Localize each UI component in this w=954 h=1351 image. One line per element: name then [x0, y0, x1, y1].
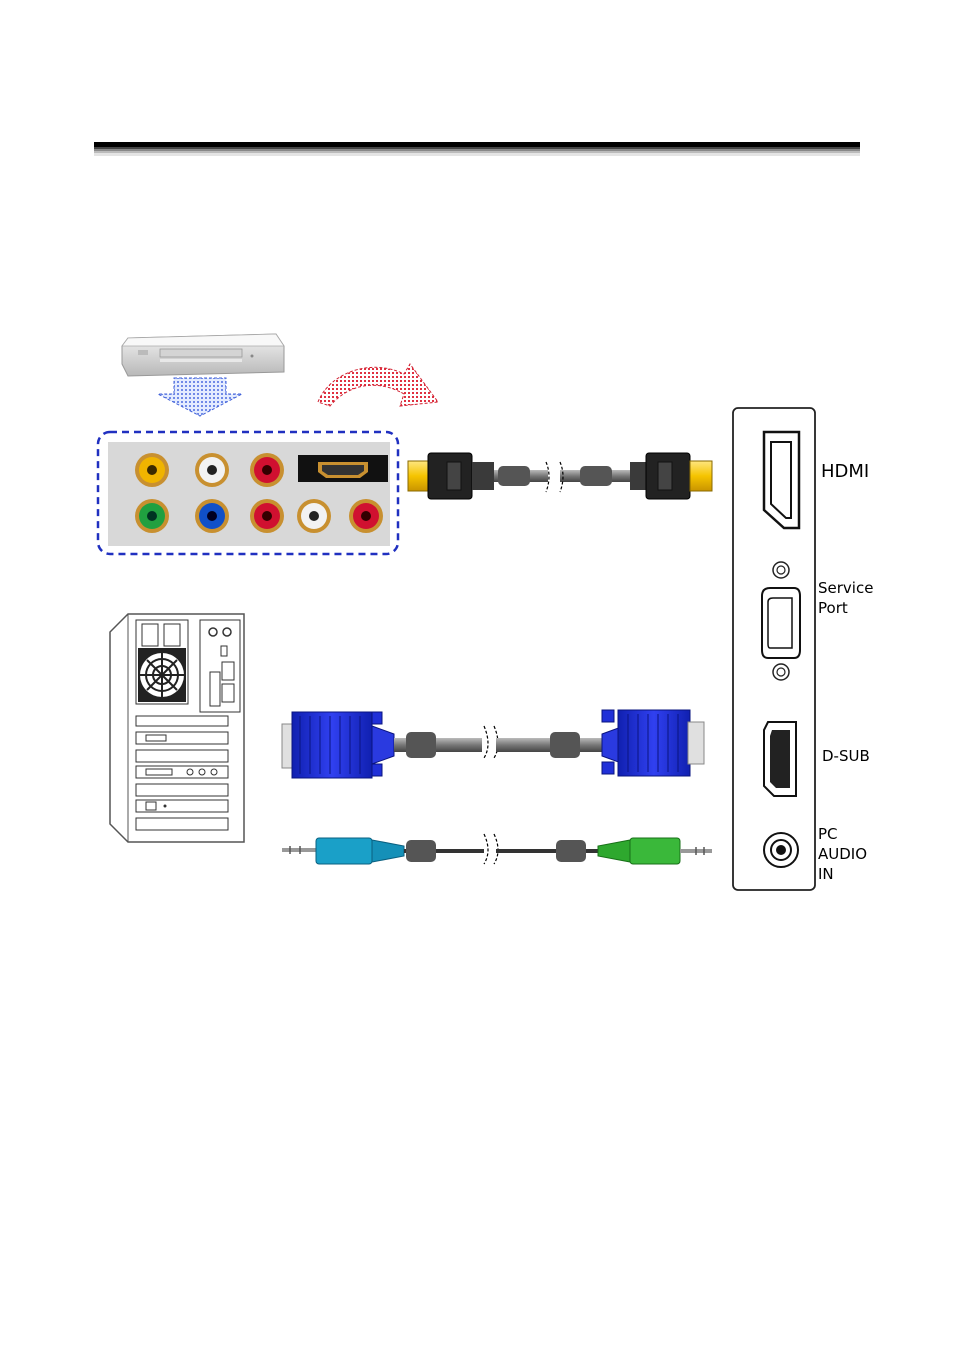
hdmi-label: HDMI — [821, 462, 869, 482]
vga-cable — [282, 710, 704, 778]
hdmi-jack[interactable] — [298, 455, 388, 482]
rca-jack-red[interactable] — [250, 453, 284, 487]
rca-jack-white-2[interactable] — [297, 499, 331, 533]
service-port-label: Service Port — [818, 578, 873, 618]
audio-cable — [282, 834, 712, 864]
hdmi-port[interactable] — [764, 432, 799, 528]
rca-jack-red-3[interactable] — [349, 499, 383, 533]
pc-audio-in-port[interactable] — [764, 833, 798, 867]
rca-jack-blue[interactable] — [195, 499, 229, 533]
dsub-label: D-SUB — [822, 746, 870, 766]
pc-tower-icon — [110, 614, 244, 842]
rca-jack-green[interactable] — [135, 499, 169, 533]
rca-jack-yellow[interactable] — [135, 453, 169, 487]
rca-jack-white[interactable] — [195, 453, 229, 487]
av-input-panel — [98, 432, 398, 554]
hdmi-cable — [408, 453, 712, 499]
tv-side-panel — [733, 408, 815, 890]
rca-jack-red-2[interactable] — [250, 499, 284, 533]
pc-audio-in-label: PC AUDIO IN — [818, 824, 867, 884]
input-direction-arrow — [158, 378, 242, 416]
dsub-port[interactable] — [764, 722, 796, 796]
output-direction-arrow — [318, 364, 438, 406]
dvd-player-icon — [122, 334, 284, 376]
